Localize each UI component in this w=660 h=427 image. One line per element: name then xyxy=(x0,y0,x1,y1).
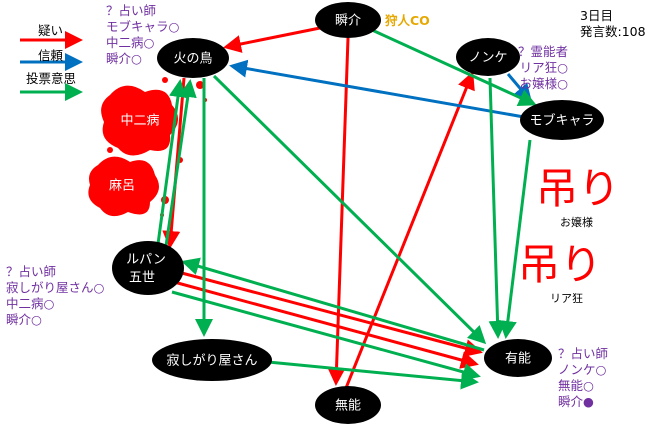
edge-doubt-lupin-yuno-2 xyxy=(173,280,479,369)
edge-doubt-shunsuke-hinotori xyxy=(223,26,321,53)
note-yuno: ？占い師 ノンケ○ 無能○ 瞬介● xyxy=(558,346,608,410)
node-label: 瞬介 xyxy=(335,14,361,29)
note-line: ？占い師 xyxy=(106,3,157,18)
node-label: モブキャラ xyxy=(529,113,594,129)
edge-vote-shunsuke-mobu xyxy=(371,28,537,106)
edge-vote-sabishi-yuno xyxy=(267,360,479,390)
hanged-mark-ojousama: 吊り xyxy=(536,164,621,213)
edge-doubt-shunsuke-muno xyxy=(327,37,350,386)
node-label: 五世 xyxy=(129,271,155,286)
node-label: 有能 xyxy=(505,352,531,367)
node-yuno[interactable]: 有能 xyxy=(484,339,552,377)
hanged-mark-riakyo: 吊り xyxy=(518,240,603,289)
node-label: 火の鳥 xyxy=(173,52,212,67)
node-shunsuke[interactable]: 瞬介 xyxy=(315,2,381,38)
edge-vote-mobu-yuno xyxy=(498,139,532,339)
node-label: 寂しがり屋さん xyxy=(166,353,257,369)
note-line: 瞬介○ xyxy=(6,312,42,327)
edge-vote-lupin-hinotori-2 xyxy=(164,79,197,247)
edge-doubt-lupin-yuno-1 xyxy=(177,270,483,357)
note-line: ？霊能者 xyxy=(518,44,569,59)
hanged-name-ojousama: お嬢様 xyxy=(560,216,593,229)
node-label: 無能 xyxy=(335,399,361,414)
node-chuni[interactable]: 中二病 xyxy=(120,114,159,129)
node-mobu[interactable]: モブキャラ xyxy=(520,100,604,140)
note-line: ？占い師 xyxy=(558,346,609,361)
note-line: リア狂○ xyxy=(519,60,569,75)
post-count: 発言数:108 xyxy=(580,24,646,39)
note-line: 無能○ xyxy=(558,378,594,393)
note-nonke: ？霊能者 リア狂○ お嬢様○ xyxy=(518,44,568,92)
hunter-co-label: 狩人CO xyxy=(385,13,430,28)
note-line: 瞬介● xyxy=(558,394,594,409)
note-line: ノンケ○ xyxy=(558,362,607,377)
edge-vote-lupin-yuno xyxy=(171,290,481,381)
edge-vote-yuno-lupin xyxy=(181,257,485,352)
legend-label-trust: 信頼 xyxy=(38,48,64,63)
note-line: 寂しがり屋さん○ xyxy=(6,280,105,295)
edge-vote-nonke-yuno xyxy=(488,77,507,339)
node-label: ルパン xyxy=(126,253,166,268)
note-line: ？占い師 xyxy=(6,264,57,279)
hanged-name-riakyo: リア狂 xyxy=(550,292,583,305)
note-line: 中二病○ xyxy=(6,296,55,311)
edge-trust-mobu-hinotori xyxy=(229,59,525,119)
note-line: 中二病○ xyxy=(106,35,155,50)
node-maro[interactable]: 麻呂 xyxy=(109,179,135,194)
note-line: お嬢様○ xyxy=(519,76,569,91)
node-label: ノンケ xyxy=(468,51,507,66)
node-sabishi[interactable]: 寂しがり屋さん xyxy=(152,339,272,381)
note-line: モブキャラ○ xyxy=(106,19,180,34)
legend-label-vote: 投票意思 xyxy=(26,71,77,86)
note-lupin: ？占い師 寂しがり屋さん○ 中二病○ 瞬介○ xyxy=(6,264,104,328)
node-nonke[interactable]: ノンケ xyxy=(456,38,520,76)
node-muno[interactable]: 無能 xyxy=(315,386,381,424)
node-hinotori[interactable]: 火の鳥 xyxy=(157,38,229,78)
legend-label-doubt: 疑い xyxy=(38,23,64,38)
edge-vote-lupin-hinotori-1 xyxy=(156,79,187,245)
game-info: 3日目 発言数:108 xyxy=(580,8,646,40)
day-label: 3日目 xyxy=(580,8,613,23)
note-hinotori: ？占い師 モブキャラ○ 中二病○ 瞬介○ xyxy=(106,3,179,67)
edge-vote-hinotori-yuno xyxy=(212,74,487,345)
note-line: 瞬介○ xyxy=(106,51,142,66)
